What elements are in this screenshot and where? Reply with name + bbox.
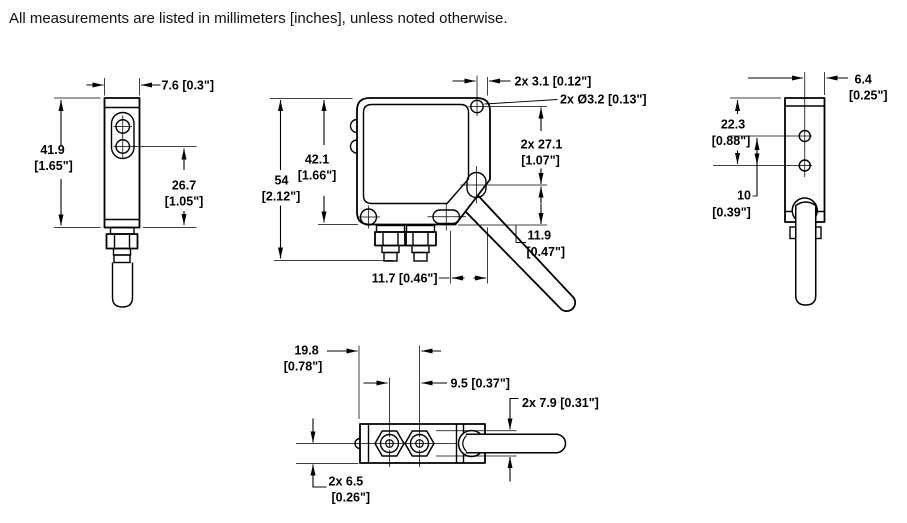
dim-side-hole-dia: 2x Ø3.2 [0.13"] [484, 93, 647, 107]
dim-rear-face: 6.4 [0.25"] [748, 72, 888, 103]
cable-bottom [466, 433, 567, 454]
lens-bump-upper [349, 118, 358, 134]
dim-bottom-face-mm: 2x 6.5 [329, 475, 364, 489]
dim-rear-top-hole: 22.3 [0.88"] [712, 97, 781, 164]
dim-front-width-label: 7.6 [0.3"] [162, 79, 214, 93]
dim-bottom-fitting-gap: 9.5 [0.37"] [363, 377, 510, 391]
dim-rear-face-mm: 6.4 [855, 73, 872, 87]
lens-bump-bottom [354, 437, 361, 450]
dim-rear-face-in: [0.25"] [849, 89, 888, 103]
dim-side-depth-label: 11.7 [0.46"] [372, 272, 438, 286]
lens-bump-lower [349, 139, 358, 154]
front-view-outline [103, 97, 197, 308]
dim-side-mount-in: [1.07"] [521, 154, 560, 168]
dim-front-lens-mm: 26.7 [172, 179, 196, 193]
cable-front [111, 262, 134, 308]
front-view: 7.6 [0.3"] 41.9 [1.65"] 26.7 [1.05"] [34, 78, 214, 308]
hex-fitting-1 [374, 430, 405, 457]
dim-side-body: 42.1 [1.66"] [298, 100, 358, 225]
dim-side-hole-offset: 2x 3.1 [0.12"] [452, 75, 592, 96]
dim-side-hole-dia-label: 2x Ø3.2 [0.13"] [560, 93, 647, 107]
side-view: 54 [2.12"] 42.1 [1.66"] 2x 3.1 [0.12"] 2… [262, 75, 647, 313]
lens-bezel [110, 111, 135, 160]
dim-side-mount-spacing: 2x 27.1 [1.07"] [521, 107, 563, 184]
dim-bottom-edge-in: [0.78"] [284, 360, 323, 374]
dim-side-overall-mm: 54 [275, 174, 289, 188]
dim-side-body-mm: 42.1 [305, 153, 329, 167]
rear-view-outline [713, 72, 826, 306]
units-note: All measurements are listed in millimete… [9, 10, 508, 27]
dim-bottom-face-offset: 2x 6.5 [0.26"] [296, 418, 371, 505]
dim-bottom-hex-flats: 2x 7.9 [0.31"] [436, 396, 599, 482]
dim-bottom-edge-mm: 19.8 [294, 344, 318, 358]
dim-bottom-edge-fitting: 19.8 [0.78"] [284, 344, 441, 419]
bottom-view-outline [354, 423, 567, 464]
rear-hole-upper [798, 129, 811, 143]
rear-view: 6.4 [0.25"] 22.3 [0.88"] 10 [0.39"] [712, 72, 888, 306]
side-body [356, 97, 491, 226]
dim-front-height: 41.9 [1.65"] [34, 97, 101, 228]
dim-side-overall: 54 [2.12"] [262, 98, 394, 261]
dim-front-lens-in: [1.05"] [165, 195, 204, 209]
dim-rear-hole-gap: 10 [0.39"] [712, 138, 760, 220]
dim-side-mount-mm: 2x 27.1 [521, 138, 563, 152]
rear-hole-lower [798, 159, 811, 172]
dim-side-slot-mm: 11.9 [528, 229, 552, 243]
dim-rear-holegap-in: [0.39"] [712, 206, 751, 220]
dim-side-slot-in: [0.47"] [527, 245, 566, 259]
dim-side-body-in: [1.66"] [298, 169, 337, 183]
dim-front-width: 7.6 [0.3"] [86, 78, 214, 96]
hex-nut [105, 233, 139, 250]
side-view-outline [349, 75, 577, 313]
dim-side-hole-offset-label: 2x 3.1 [0.12"] [515, 75, 592, 89]
fitting-2 [404, 224, 437, 262]
dim-bottom-gap-label: 9.5 [0.37"] [451, 377, 510, 391]
cable-rear [795, 201, 817, 306]
dim-front-height-in: [1.65"] [34, 159, 73, 173]
hex-fitting-2 [404, 430, 435, 457]
dim-front-lens-center: 26.7 [1.05"] [143, 148, 204, 228]
cable-diagonal [464, 194, 577, 313]
dim-bottom-face-in: [0.26"] [332, 491, 371, 505]
dim-bottom-hex-label: 2x 7.9 [0.31"] [522, 396, 599, 410]
dim-front-height-mm: 41.9 [40, 143, 64, 157]
dim-side-slot-bottom: 11.9 [0.47"] [458, 186, 566, 259]
dim-rear-tophole-mm: 22.3 [721, 118, 745, 132]
dim-rear-tophole-in: [0.88"] [712, 134, 751, 148]
dim-rear-holegap-mm: 10 [737, 189, 751, 203]
dim-side-overall-in: [2.12"] [262, 190, 301, 204]
fitting-1 [374, 224, 407, 262]
dim-side-depth: 11.7 [0.46"] [372, 227, 488, 286]
washer [109, 226, 135, 235]
bottom-view: 19.8 [0.78"] 9.5 [0.37"] 2x 7.9 [0.31"] … [284, 344, 599, 505]
